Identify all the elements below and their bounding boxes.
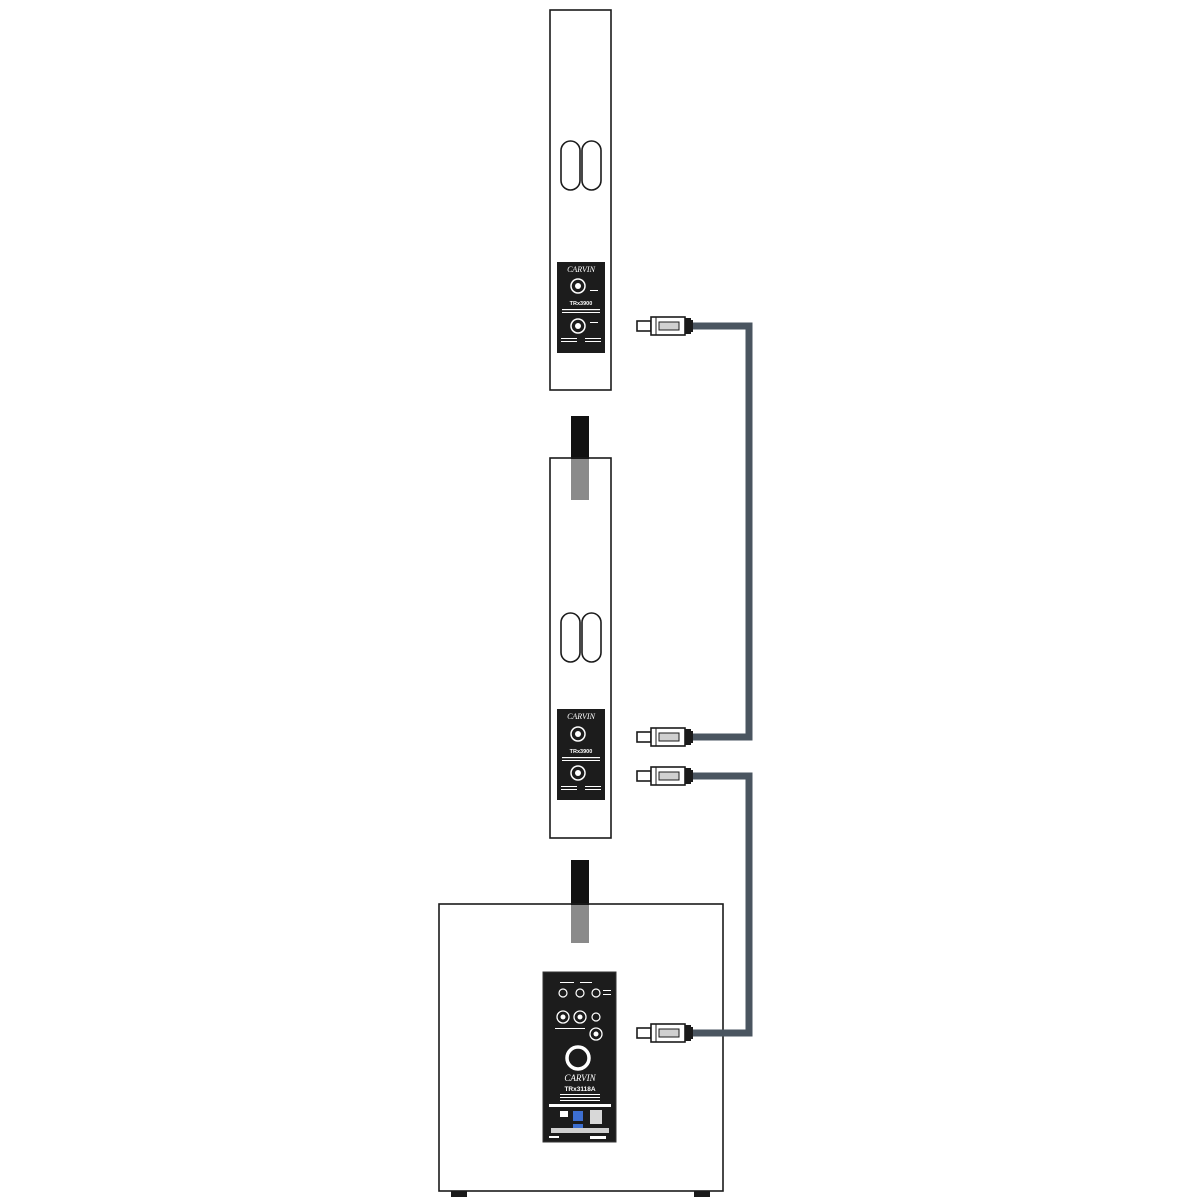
panel-model: TRx3118A <box>564 1086 595 1093</box>
input-panel: CARVIN TRx3900 <box>557 709 605 800</box>
top-column-speaker: CARVIN TRx3900 <box>549 9 612 391</box>
speaker-cable-upper <box>692 322 753 741</box>
panel-brand: CARVIN <box>567 712 596 721</box>
amplifier-panel: CARVIN TRx3118A <box>542 971 617 1143</box>
panel-model: TRx3900 <box>570 301 593 307</box>
subwoofer-cabinet: CARVIN TRx3118A <box>438 903 724 1197</box>
input-panel: CARVIN TRx3900 <box>557 262 605 353</box>
middle-column-speaker: CARVIN TRx3900 <box>549 457 612 839</box>
speakon-connector-icon <box>636 766 694 786</box>
mounting-pole-upper <box>571 416 589 500</box>
speakon-connector-icon <box>636 727 694 747</box>
mounting-pole-lower <box>571 860 589 943</box>
panel-model: TRx3900 <box>570 749 593 755</box>
panel-brand: CARVIN <box>564 1073 596 1083</box>
panel-brand: CARVIN <box>567 265 596 274</box>
speakon-connector-icon <box>636 1023 694 1043</box>
speaker-cable-lower <box>692 772 753 1037</box>
carry-handle-icon <box>560 612 602 663</box>
speakon-connector-icon <box>636 316 694 336</box>
